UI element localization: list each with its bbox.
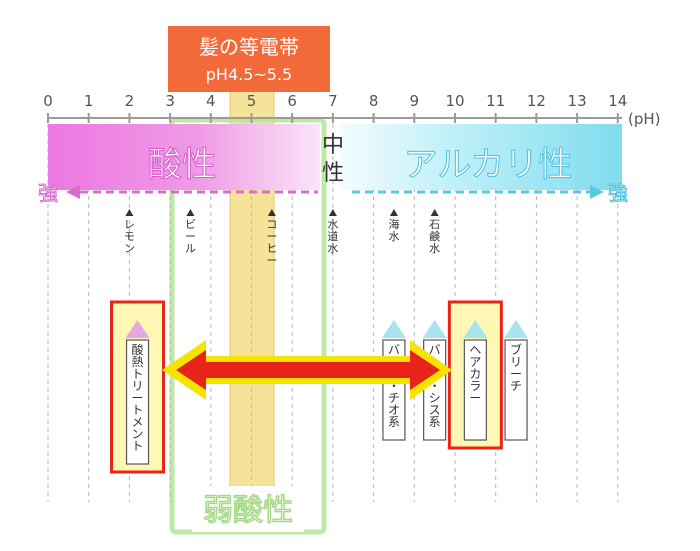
strong-acid-label: 強 — [38, 181, 58, 205]
product-label-1-char-0: バ — [388, 343, 400, 357]
product-marker-0 — [125, 320, 150, 338]
substance-label-2-char-3: ー — [266, 254, 277, 267]
product-label-0-char-0: 酸 — [132, 342, 144, 357]
product-label-0-char-1: 熱 — [132, 355, 144, 369]
header-subtitle: pH4.5~5.5 — [206, 65, 292, 84]
substance-label-5-char-2: 水 — [429, 242, 440, 255]
substance-label-2-char-0: コ — [266, 218, 277, 231]
acid-strength-arrowhead — [66, 185, 80, 199]
product-marker-1 — [381, 320, 406, 338]
tick-label-3: 3 — [165, 92, 175, 110]
header-title: 髪の等電帯 — [199, 35, 299, 59]
substance-label-2-char-2: ヒ — [266, 242, 277, 255]
alkali-strength-arrowhead — [590, 185, 604, 199]
tick-label-13: 13 — [568, 92, 587, 110]
comparison-arrow — [162, 340, 452, 400]
tick-label-10: 10 — [445, 92, 464, 110]
product-label-0-char-8: ト — [132, 439, 144, 453]
neutral-label-2: 性 — [322, 161, 344, 186]
tick-label-14: 14 — [608, 92, 627, 110]
acid-label: 酸性 — [148, 145, 216, 185]
header-box — [168, 26, 330, 92]
tick-label-7: 7 — [328, 92, 338, 110]
tick-label-1: 1 — [84, 92, 94, 110]
weak-acid-label: 弱酸性 — [203, 493, 293, 528]
substance-label-2-char-1: ー — [266, 230, 277, 243]
substance-marker-0 — [125, 209, 134, 216]
substance-label-0-char-2: ン — [124, 242, 135, 255]
substance-label-3-char-0: 水 — [327, 218, 338, 231]
product-label-4-char-3: チ — [510, 379, 522, 393]
product-label-4-char-0: ブ — [510, 342, 522, 357]
product-label-3-char-1: ア — [469, 355, 481, 369]
product-label-2-char-5: ス — [429, 403, 441, 417]
substance-label-5-char-1: 鹸 — [429, 229, 440, 243]
substance-label-3-char-1: 道 — [327, 229, 338, 243]
product-label-0-char-5: ト — [132, 403, 144, 417]
tick-label-8: 8 — [369, 92, 379, 110]
substance-label-1-char-1: ー — [185, 230, 196, 243]
alkali-zone — [340, 124, 622, 190]
tick-label-4: 4 — [206, 92, 216, 110]
product-label-0-char-6: メ — [132, 415, 144, 429]
weak-acid-label-bg — [192, 486, 304, 532]
product-marker-3 — [463, 320, 488, 338]
product-label-2-char-4: シ — [429, 391, 441, 405]
product-box-4 — [504, 339, 528, 441]
substance-label-1-char-0: ビ — [185, 218, 196, 231]
product-label-1-char-4: チ — [388, 391, 400, 405]
acid-zone — [48, 124, 320, 190]
substance-label-0-char-1: モ — [124, 230, 135, 243]
product-label-3-char-4: ー — [469, 391, 481, 405]
substance-label-3-char-2: 水 — [327, 242, 338, 255]
substance-label-4-char-1: 水 — [388, 230, 399, 243]
product-box-0 — [125, 339, 150, 465]
substance-marker-5 — [430, 209, 439, 216]
tick-label-6: 6 — [287, 92, 297, 110]
tick-label-0: 0 — [43, 92, 53, 110]
product-label-0-char-3: リ — [132, 379, 144, 393]
tick-label-11: 11 — [486, 92, 505, 110]
product-label-0-char-7: ン — [132, 427, 144, 441]
product-label-2-char-0: バ — [429, 343, 441, 357]
product-label-3-char-2: カ — [469, 367, 481, 381]
product-label-0-char-4: ー — [132, 391, 144, 405]
product-label-4-char-1: リ — [510, 355, 522, 369]
substance-marker-4 — [389, 209, 398, 216]
product-label-2-char-6: 系 — [429, 415, 441, 429]
product-box-3 — [463, 339, 487, 441]
substance-marker-2 — [267, 209, 276, 216]
substance-label-4-char-0: 海 — [388, 217, 399, 231]
substance-label-0-char-0: レ — [124, 218, 135, 231]
product-marker-2 — [422, 320, 447, 338]
product-label-4-char-2: ー — [510, 367, 522, 381]
substance-label-5-char-0: 石 — [429, 218, 440, 231]
substance-marker-1 — [186, 209, 195, 216]
product-label-3-char-3: ラ — [469, 379, 481, 393]
axis-unit: (pH) — [628, 110, 661, 128]
product-marker-4 — [504, 320, 529, 338]
tick-label-9: 9 — [410, 92, 420, 110]
substance-label-1-char-2: ル — [185, 242, 196, 255]
tick-label-2: 2 — [125, 92, 135, 110]
product-label-3-char-0: ヘ — [469, 343, 481, 357]
product-label-0-char-2: ト — [132, 367, 144, 381]
tick-label-12: 12 — [527, 92, 546, 110]
neutral-label: 中 — [322, 133, 344, 158]
strong-alkali-label: 強 — [608, 181, 628, 205]
tick-label-5: 5 — [247, 92, 257, 110]
substance-marker-3 — [328, 209, 337, 216]
product-label-1-char-5: オ — [388, 403, 400, 417]
product-label-1-char-6: 系 — [388, 415, 400, 429]
alkali-label: アルカリ性 — [404, 145, 573, 185]
